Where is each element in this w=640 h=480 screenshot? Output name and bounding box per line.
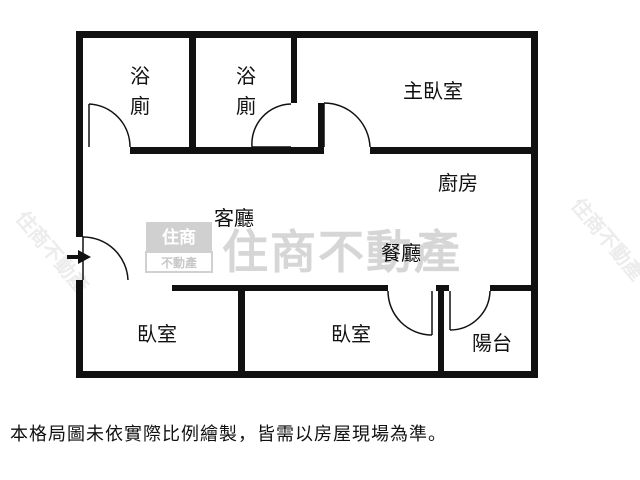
label-kitchen: 廚房 (438, 171, 478, 195)
disclaimer-caption: 本格局圖未依實際比例繪製，皆需以房屋現場為準。 (10, 424, 447, 445)
outer-wall-left-upper (76, 31, 83, 237)
wall-lower-horizontal-left (172, 285, 388, 291)
watermark-badge-bottom-box (145, 251, 213, 273)
wall-lower-horizontal-right (490, 285, 538, 291)
label-bedroom-middle: 臥室 (331, 322, 371, 346)
watermark-faint-right: 住商不動產 (566, 193, 640, 285)
label-dining-room: 餐廳 (381, 241, 421, 265)
outer-wall-right (531, 31, 538, 378)
outer-wall-top (76, 31, 538, 38)
wall-upper-horizontal-left (130, 147, 320, 154)
outer-wall-left-lower (76, 280, 83, 378)
label-master-bedroom: 主臥室 (403, 79, 463, 103)
watermark-badge-top-text: 住商 (162, 227, 196, 248)
walls (76, 31, 538, 378)
door-bath-left (88, 103, 131, 148)
wall-bath-master-lower (318, 103, 324, 154)
wall-bath-master-upper (291, 31, 297, 103)
watermark-badge-top-box (146, 222, 212, 252)
label-balcony: 陽台 (472, 331, 512, 355)
door-bedroom-middle (387, 290, 433, 336)
label-bath-left-line1: 浴 (130, 64, 150, 88)
watermark-logo: 住商 不動產 住商不動產 (145, 222, 462, 279)
wall-balcony-divider (438, 285, 444, 378)
door-balcony (449, 290, 491, 331)
wall-bedroom-divider (238, 285, 245, 378)
label-bath-middle-line2: 廁 (236, 94, 256, 118)
watermark-brand-text: 住商不動產 (222, 225, 462, 279)
room-labels: 浴廁 浴廁 主臥室 廚房 客廳 餐廳 臥室 臥室 陽台 (130, 64, 512, 355)
doors (82, 102, 491, 336)
door-master-bedroom (323, 102, 371, 148)
label-bath-middle-line1: 浴 (236, 64, 256, 88)
label-bath-left: 浴廁 (130, 64, 150, 118)
label-bath-middle: 浴廁 (236, 64, 256, 118)
door-bath-middle (251, 103, 292, 148)
label-bedroom-left: 臥室 (137, 322, 177, 346)
outer-wall-bottom (76, 371, 538, 378)
label-bath-left-line2: 廁 (130, 94, 150, 118)
door-entrance (82, 236, 129, 281)
entrance-arrow-icon (67, 250, 91, 264)
watermark-badge-bottom-text: 不動產 (161, 255, 197, 270)
wall-bath-divider (189, 31, 196, 154)
wall-upper-horizontal-right (370, 147, 538, 154)
label-living-room: 客廳 (214, 206, 254, 230)
